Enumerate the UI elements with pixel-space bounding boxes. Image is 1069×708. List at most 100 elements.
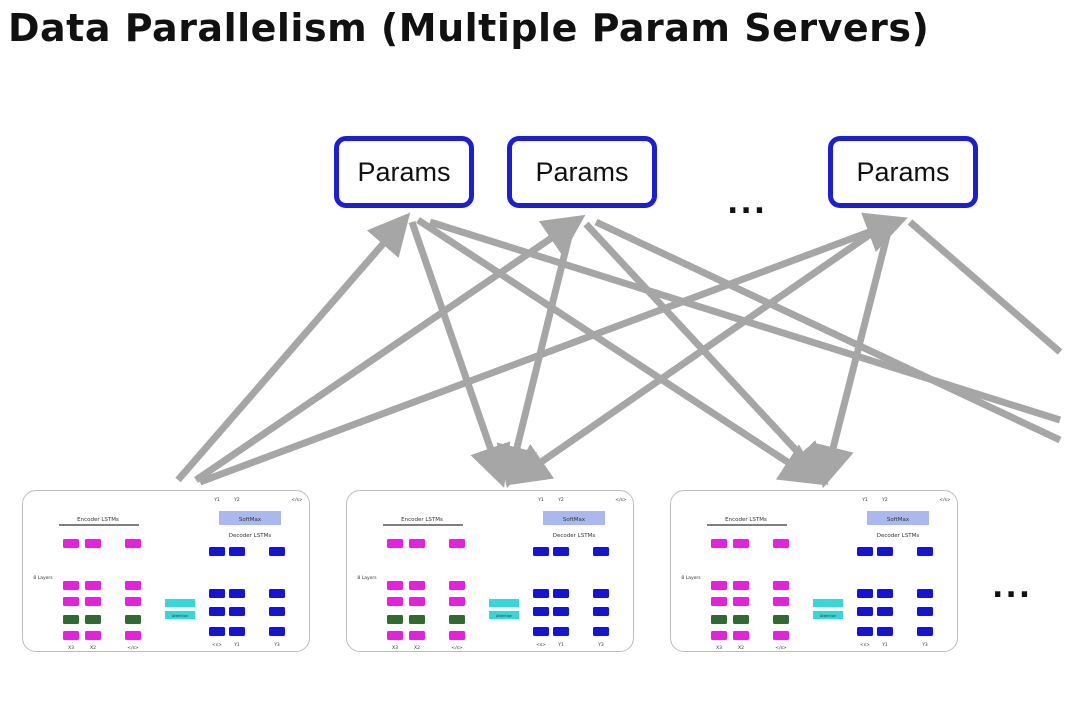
param-server-2: Params: [507, 136, 657, 208]
encoder-cell: [409, 581, 425, 590]
attention-block: [813, 599, 843, 607]
softmax-label: SoftMax: [887, 517, 910, 523]
decoder-output-label: Y1: [537, 497, 544, 503]
attention-label: Attention: [496, 614, 512, 618]
softmax-label: SoftMax: [563, 517, 586, 523]
decoder-cell: [857, 607, 873, 616]
encoder-cell: [711, 631, 727, 640]
connection-arrow: [198, 212, 908, 486]
param-server-label: Params: [856, 156, 950, 187]
encoder-cell: [409, 631, 425, 640]
encoder-cell: [773, 631, 789, 640]
decoder-cell: [553, 607, 569, 616]
decoder-cell: [917, 627, 933, 636]
encoder-cell: [125, 597, 141, 606]
encoder-cell: [387, 581, 403, 590]
encoder-input-label: X2: [738, 645, 744, 651]
encoder-title: Encoder LSTMs: [77, 517, 119, 523]
encoder-cell: [449, 581, 465, 590]
param-server-3: Params: [828, 136, 978, 208]
decoder-cell: [269, 607, 285, 616]
attention-label: Attention: [820, 614, 836, 618]
encoder-input-label: </s>: [127, 645, 139, 651]
connection-arrow: [416, 217, 823, 485]
encoder-cell: [63, 631, 79, 640]
attention-block: [165, 599, 195, 607]
encoder-cell: [711, 597, 727, 606]
decoder-output-label: Y2: [557, 497, 564, 503]
encoder-input-label: </s>: [775, 645, 787, 651]
encoder-cell: [387, 631, 403, 640]
encoder-cell: [125, 615, 141, 624]
connection-arrow: [907, 219, 1063, 355]
softmax-label: SoftMax: [239, 517, 262, 523]
decoder-output-label: </s>: [291, 497, 303, 503]
decoder-output-label: Y1: [213, 497, 220, 503]
connection-arrow: [194, 214, 586, 483]
decoder-cell: [917, 589, 933, 598]
decoder-input-label: Y1: [233, 642, 240, 648]
decoder-cell: [593, 589, 609, 598]
encoder-cell: [733, 539, 749, 548]
layers-label: 8 Layers: [681, 575, 701, 581]
decoder-cell: [877, 547, 893, 556]
decoder-cell: [917, 547, 933, 556]
connection-arrow: [175, 212, 411, 483]
decoder-cell: [877, 627, 893, 636]
decoder-input-label: Y3: [921, 642, 928, 648]
encoder-cell: [63, 581, 79, 590]
encoder-cell: [387, 615, 403, 624]
replica-ellipsis: ...: [992, 570, 1033, 605]
decoder-cell: [269, 627, 285, 636]
decoder-input-label: Y3: [273, 642, 280, 648]
decoder-output-label: </s>: [939, 497, 951, 503]
encoder-input-label: X2: [414, 645, 420, 651]
decoder-output-label: Y2: [881, 497, 888, 503]
attention-label: Attention: [172, 614, 188, 618]
connection-arrow: [583, 221, 829, 486]
encoder-cell: [449, 597, 465, 606]
decoder-cell: [553, 547, 569, 556]
attention-block: [489, 599, 519, 607]
param-server-label: Params: [357, 156, 451, 187]
param-server-1: Params: [334, 136, 474, 208]
encoder-cell: [85, 597, 101, 606]
encoder-cell: [773, 581, 789, 590]
decoder-cell: [593, 547, 609, 556]
param-ellipsis: ...: [727, 186, 768, 221]
decoder-cell: [917, 607, 933, 616]
encoder-input-label: X2: [90, 645, 96, 651]
encoder-cell: [449, 615, 465, 624]
decoder-cell: [553, 589, 569, 598]
encoder-cell: [733, 597, 749, 606]
connection-arrow: [812, 223, 894, 489]
decoder-cell: [229, 627, 245, 636]
encoder-cell: [409, 597, 425, 606]
encoder-cell: [733, 615, 749, 624]
page-title: Data Parallelism (Multiple Param Servers…: [8, 6, 930, 50]
layers-label: 8 Layers: [33, 575, 53, 581]
encoder-cell: [125, 631, 141, 640]
encoder-cell: [409, 615, 425, 624]
decoder-cell: [533, 607, 549, 616]
softmax-bar: [219, 511, 281, 525]
decoder-cell: [857, 547, 873, 556]
connection-arrow: [408, 220, 511, 488]
encoder-cell: [125, 539, 141, 548]
encoder-cell: [85, 581, 101, 590]
encoder-cell: [85, 615, 101, 624]
encoder-cell: [449, 539, 465, 548]
decoder-input-label: <s>: [536, 642, 546, 648]
encoder-cell: [409, 539, 425, 548]
decoder-cell: [857, 589, 873, 598]
encoder-cell: [711, 615, 727, 624]
encoder-cell: [63, 597, 79, 606]
decoder-cell: [209, 627, 225, 636]
encoder-input-label: X3: [392, 645, 398, 651]
decoder-cell: [229, 589, 245, 598]
